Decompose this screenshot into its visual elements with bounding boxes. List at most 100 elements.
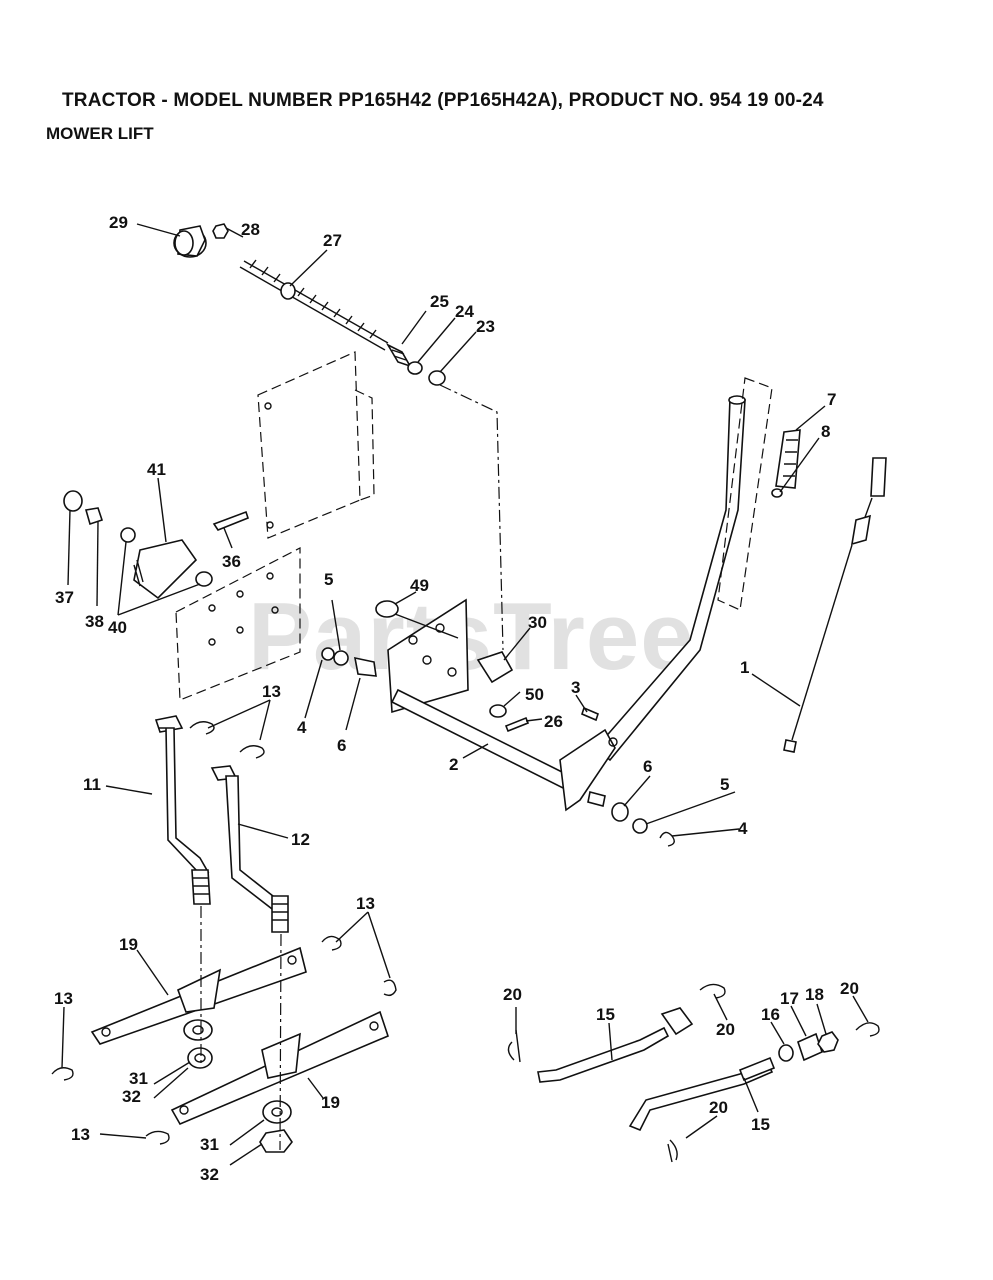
clip-36	[212, 510, 249, 531]
knob-29	[173, 225, 207, 258]
callout-40: 40	[108, 618, 127, 637]
bushing-6a	[353, 656, 377, 677]
callout-26: 26	[544, 712, 563, 731]
callout-6-left: 6	[337, 736, 346, 755]
callout-29: 29	[109, 213, 128, 232]
nut-32a	[187, 1047, 213, 1069]
pin-right	[587, 791, 606, 807]
washer-40b	[195, 571, 213, 587]
callout-12: 12	[291, 830, 310, 849]
link-15-lower	[628, 1056, 776, 1132]
diagram-subtitle: MOWER LIFT	[46, 124, 154, 143]
diagram-title: TRACTOR - MODEL NUMBER PP165H42 (PP165H4…	[62, 90, 824, 111]
nut-31a	[183, 1019, 213, 1041]
callout-19-upper: 19	[119, 935, 138, 954]
callout-15-lower: 15	[751, 1115, 770, 1134]
callout-23: 23	[476, 317, 495, 336]
threaded-rod-27	[239, 259, 389, 351]
callout-30: 30	[528, 613, 547, 632]
callout-50: 50	[525, 685, 544, 704]
pin-plate	[394, 613, 459, 639]
callout-5-right: 5	[720, 775, 729, 794]
watermark: PartsTree	[248, 583, 695, 690]
callout-labels: 29 28 27 25 24 23 7 8 41 37 38 40 36 5 4…	[54, 213, 859, 1184]
frame-panel-outline	[257, 351, 375, 539]
clip-20a	[507, 1029, 521, 1063]
callout-32-upper: 32	[122, 1087, 141, 1106]
callout-2: 2	[449, 755, 458, 774]
clip-20c	[667, 1139, 678, 1163]
callout-20-right: 20	[840, 979, 859, 998]
washer-5a	[333, 650, 349, 666]
callout-6-right: 6	[643, 757, 652, 776]
callout-4-left: 4	[297, 718, 307, 737]
lift-link-11	[154, 715, 211, 905]
shaft-2	[390, 688, 572, 790]
callout-38: 38	[85, 612, 104, 631]
block-17	[797, 1032, 823, 1062]
nut-18	[817, 1031, 839, 1053]
callout-41: 41	[147, 460, 166, 479]
spring-25	[385, 343, 412, 368]
centerline-12	[279, 933, 282, 1151]
callout-24: 24	[455, 302, 474, 321]
pin-3	[581, 706, 599, 722]
washer-23	[428, 370, 446, 386]
centerline-rod	[439, 384, 504, 651]
clip-20d	[855, 1022, 880, 1037]
clips-13-top	[189, 721, 265, 759]
cable-1	[783, 457, 887, 753]
callout-37: 37	[55, 588, 74, 607]
callout-13-mid: 13	[356, 894, 375, 913]
callout-49: 49	[410, 576, 429, 595]
callout-11: 11	[83, 775, 101, 794]
bushing-6b	[611, 802, 629, 822]
nut-31b	[262, 1100, 292, 1124]
callout-4-right: 4	[738, 819, 748, 838]
callout-20-mid: 20	[716, 1020, 735, 1039]
ring-8	[771, 488, 783, 498]
callout-3: 3	[571, 678, 580, 697]
callout-16: 16	[761, 1005, 780, 1024]
lift-link-12	[210, 765, 289, 933]
callout-15-upper: 15	[596, 1005, 615, 1024]
bracket-plate	[387, 598, 469, 714]
washer-50	[489, 704, 507, 718]
washer-49	[375, 600, 399, 618]
callout-28: 28	[241, 220, 260, 239]
lift-arm-19-upper	[90, 946, 307, 1045]
callout-13-bottom: 13	[71, 1125, 90, 1144]
leader-lines	[61, 223, 869, 1166]
callout-17: 17	[780, 989, 799, 1008]
callout-31-upper: 31	[129, 1069, 148, 1088]
callout-13-left: 13	[54, 989, 73, 1008]
side-plate	[175, 547, 301, 701]
callout-25: 25	[430, 292, 449, 311]
clip-20b	[699, 983, 726, 999]
callout-13-top: 13	[262, 682, 281, 701]
clip-4a	[321, 647, 335, 661]
callout-7: 7	[827, 390, 836, 409]
callout-1: 1	[740, 658, 749, 677]
callout-20-lower: 20	[709, 1098, 728, 1117]
callout-8: 8	[821, 422, 830, 441]
nut-32b	[259, 1129, 293, 1153]
callout-27: 27	[323, 231, 342, 250]
lift-handle	[559, 395, 746, 812]
grip-7	[775, 429, 801, 489]
callout-19-lower: 19	[321, 1093, 340, 1112]
washer-5b	[632, 818, 648, 834]
callout-20-left: 20	[503, 985, 522, 1004]
nut-28	[212, 223, 229, 239]
washer-40a	[120, 527, 136, 543]
clip-ring-37	[63, 490, 83, 512]
bolt-38	[84, 507, 104, 526]
callout-36: 36	[222, 552, 241, 571]
callout-18: 18	[805, 985, 824, 1004]
link-15-upper	[537, 1007, 694, 1083]
handle-outline	[717, 377, 773, 611]
bolt-26	[504, 716, 530, 733]
pivot-30	[476, 651, 514, 684]
clip-4b	[659, 831, 675, 847]
